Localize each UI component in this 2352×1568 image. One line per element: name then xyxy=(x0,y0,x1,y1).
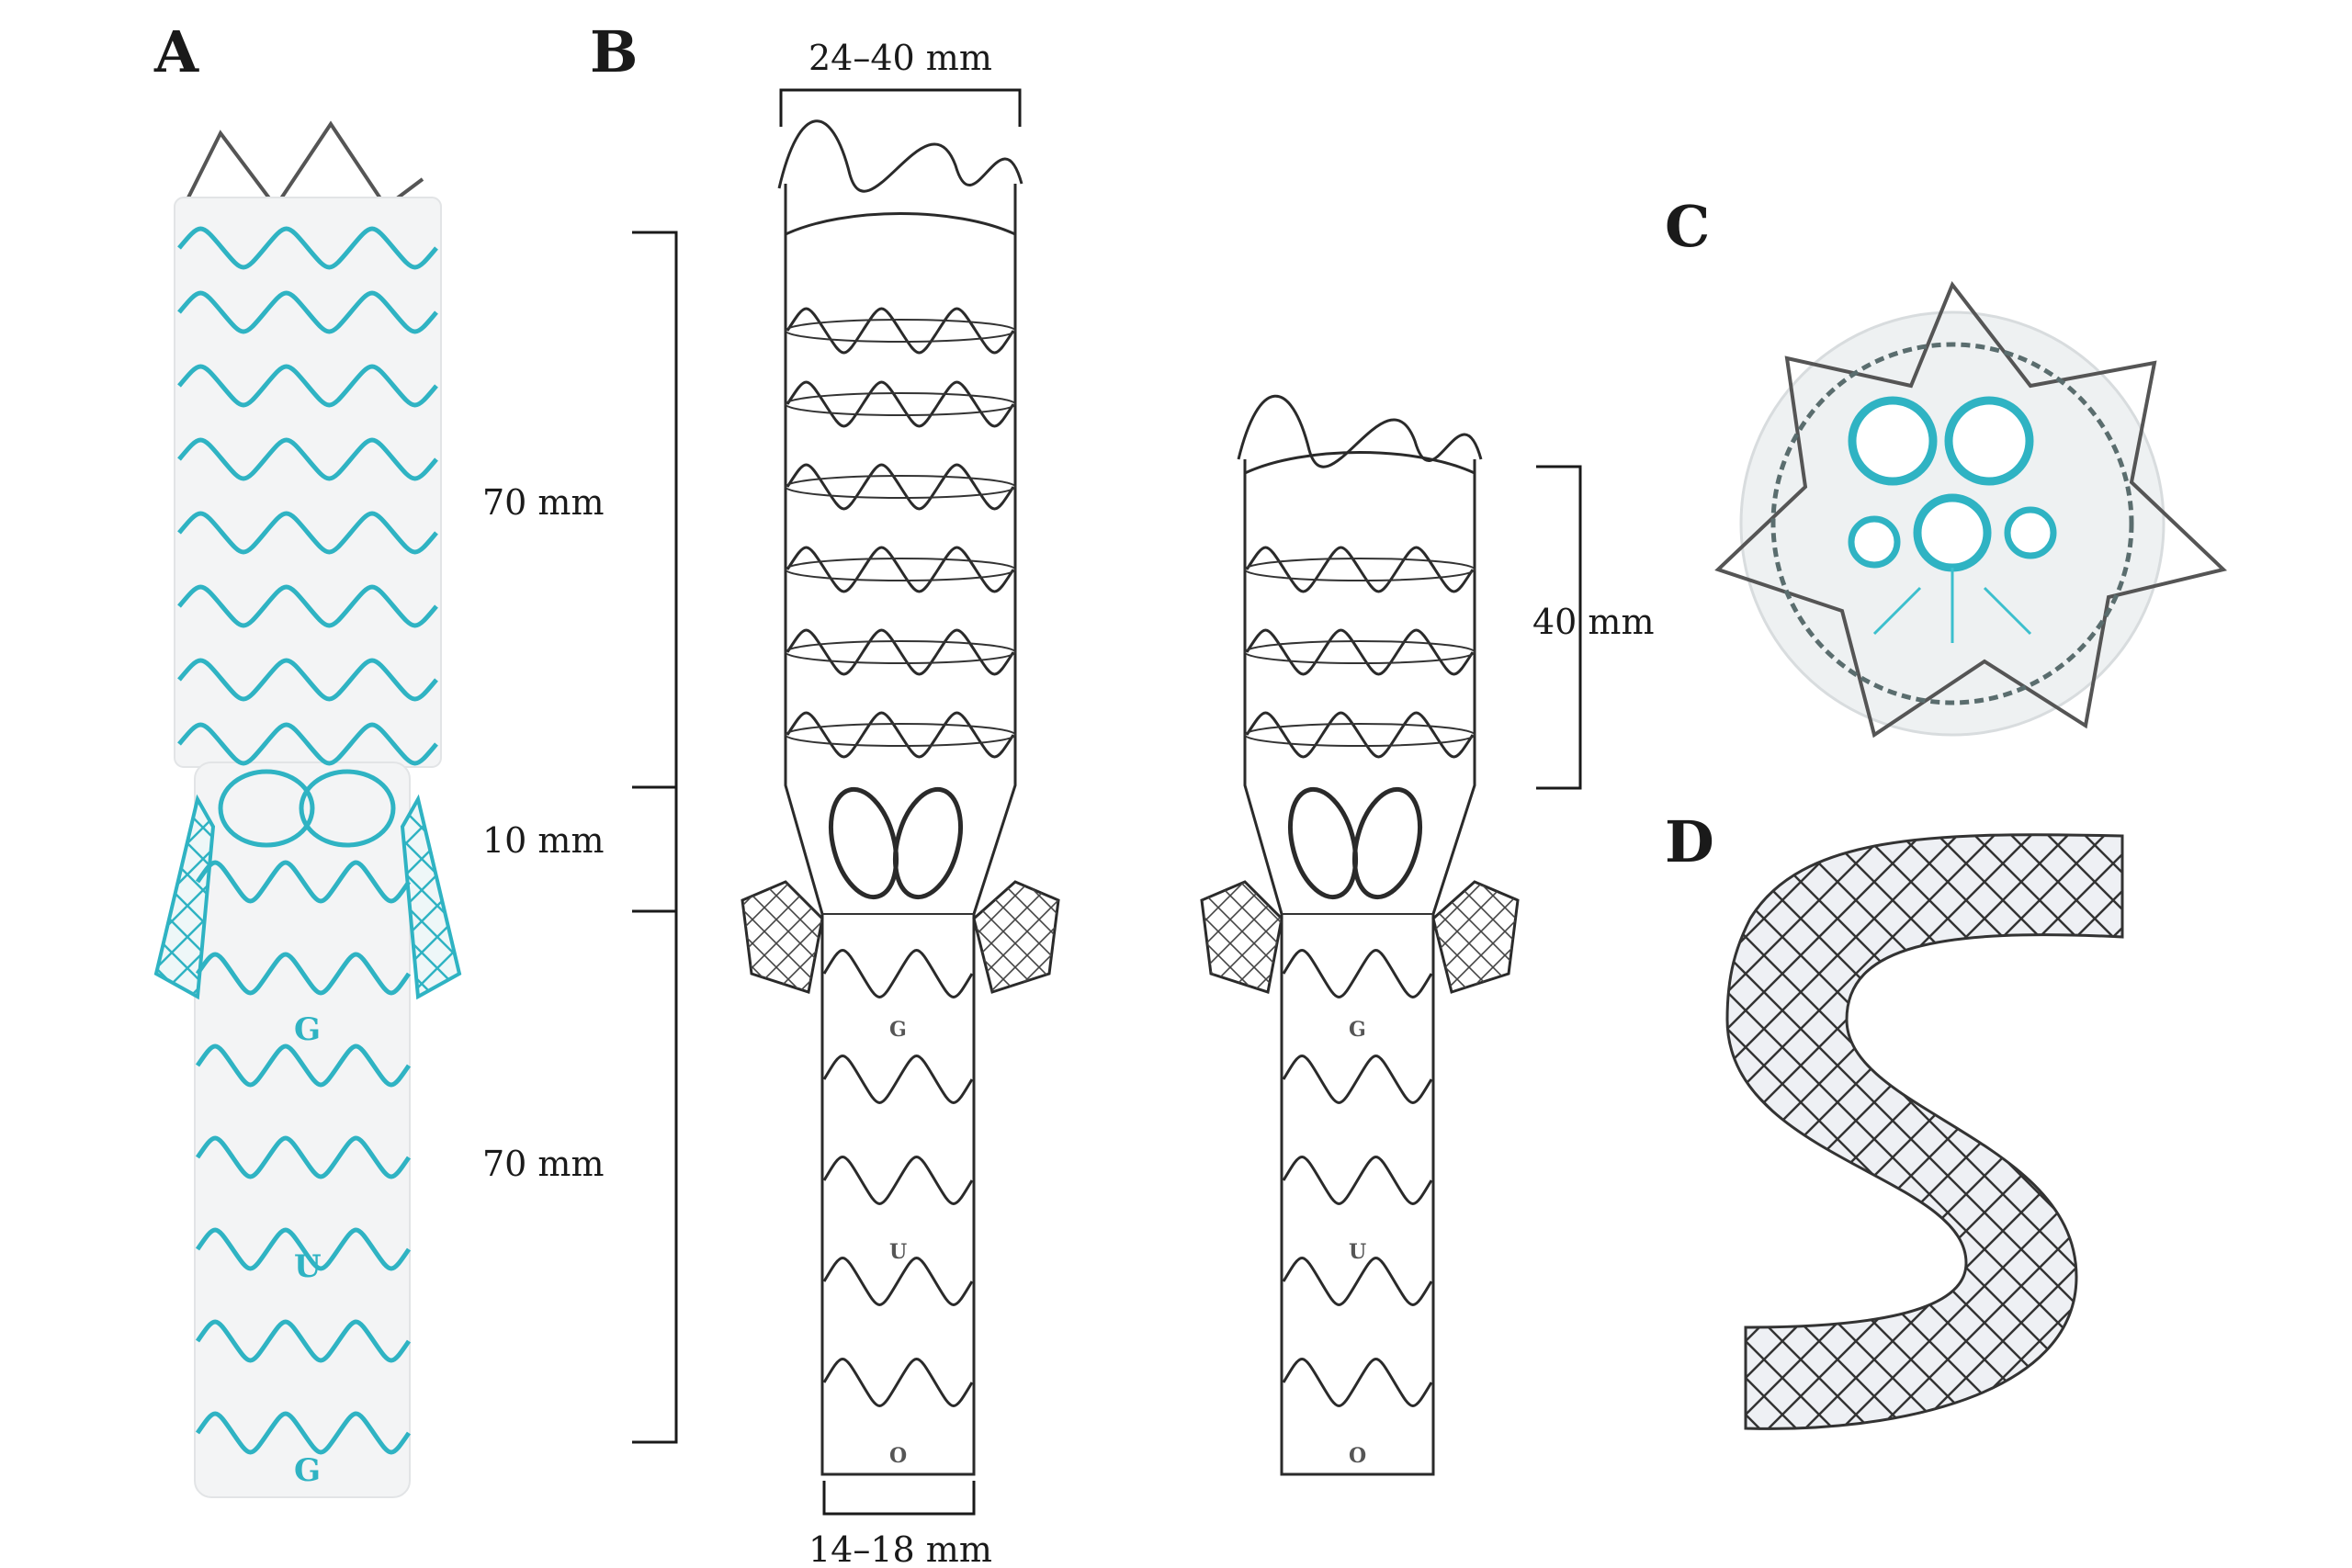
marker-a-2: U xyxy=(294,1248,322,1285)
diagram1-upper-ring-5 xyxy=(786,711,1015,759)
stent-top-view-photo xyxy=(1714,281,2228,739)
branch-length-bracket xyxy=(632,785,678,913)
marker-b1-2: U xyxy=(889,1240,907,1264)
diagram1-upper-band-0 xyxy=(785,319,1016,343)
diagram2-lower-ring-0 xyxy=(1282,949,1433,998)
stent-graft-diagrams: 24–40 mm 70 mm 10 mm 70 mm 14–18 mm 40 m… xyxy=(482,38,1655,1568)
diagram1-lower-ring-2 xyxy=(822,1156,974,1205)
wire-ring-lower-5 xyxy=(195,1319,412,1363)
panel-label-c: C xyxy=(1665,193,1710,260)
wire-ring-lower-3 xyxy=(195,1135,412,1179)
s-shaped-mesh-stent xyxy=(1725,833,2124,1430)
diagram2-lower-ring-2 xyxy=(1282,1156,1433,1205)
wire-ring-upper-5 xyxy=(177,584,438,628)
diagram2-upper-ring-1 xyxy=(1245,628,1475,676)
panel-label-b: B xyxy=(590,18,638,85)
wire-ring-upper-3 xyxy=(177,437,438,481)
panel-label-d: D xyxy=(1665,808,1714,875)
diagram2-upper-band-2 xyxy=(1244,723,1476,747)
wire-ring-lower-1 xyxy=(195,952,412,996)
upper-length-bracket xyxy=(632,231,678,789)
diagram2-lower-ring-4 xyxy=(1282,1358,1433,1407)
wire-ring-upper-0 xyxy=(177,226,438,270)
marker-a-1: G xyxy=(294,1011,321,1048)
diagram1-lower-ring-3 xyxy=(822,1257,974,1306)
diagram1-upper-band-1 xyxy=(785,392,1016,416)
diagram1-lower-ring-1 xyxy=(822,1055,974,1104)
marker-a-3: G xyxy=(294,1452,321,1489)
diagram1-upper-ring-0 xyxy=(786,307,1015,355)
diagram1-upper-band-2 xyxy=(785,475,1016,499)
bottom-width-label: 14–18 mm xyxy=(808,1529,992,1568)
long-stent-diagram: G U O xyxy=(741,119,1060,1476)
upper-wire-rings xyxy=(177,226,438,766)
diagram1-upper-ring-3 xyxy=(786,546,1015,593)
marker-b2-1: G xyxy=(1349,1018,1366,1042)
wire-ring-upper-4 xyxy=(177,511,438,555)
wire-ring-upper-2 xyxy=(177,364,438,408)
lower-wire-rings xyxy=(195,860,412,1455)
short-stent-diagram: G U O xyxy=(1200,394,1520,1476)
diagram1-lower-ring-4 xyxy=(822,1358,974,1407)
top-width-label: 24–40 mm xyxy=(808,38,992,78)
diagram2-upper-ring-2 xyxy=(1245,711,1475,759)
diagram1-lower-ring-0 xyxy=(822,949,974,998)
wire-ring-lower-0 xyxy=(195,860,412,904)
wire-ring-lower-4 xyxy=(195,1227,412,1271)
wire-ring-upper-7 xyxy=(177,722,438,766)
diagram2-lower-ring-3 xyxy=(1282,1257,1433,1306)
panel-label-a: A xyxy=(153,18,199,85)
marker-b1-3: O xyxy=(889,1444,907,1468)
diagram2-upper-ring-0 xyxy=(1245,546,1475,593)
wire-ring-upper-6 xyxy=(177,658,438,702)
stent-graft-photo: G U G xyxy=(153,120,462,1498)
diagram1-upper-band-3 xyxy=(785,558,1016,581)
upper-length-label: 70 mm xyxy=(482,482,605,523)
lower-length-bracket xyxy=(632,909,678,1444)
diagram2-lower-ring-1 xyxy=(1282,1055,1433,1104)
diagram2-upper-band-0 xyxy=(1244,558,1476,581)
lower-length-label: 70 mm xyxy=(482,1144,605,1184)
marker-b2-3: O xyxy=(1349,1444,1366,1468)
wire-ring-lower-2 xyxy=(195,1043,412,1088)
diagram1-upper-ring-2 xyxy=(786,463,1015,511)
short-length-label: 40 mm xyxy=(1532,602,1655,642)
diagram1-upper-ring-1 xyxy=(786,380,1015,428)
diagram2-upper-band-1 xyxy=(1244,640,1476,664)
wire-ring-upper-1 xyxy=(177,290,438,334)
short-length-bracket xyxy=(1536,465,1582,790)
marker-b2-2: U xyxy=(1349,1240,1366,1264)
branch-length-label: 10 mm xyxy=(482,820,605,861)
bottom-width-bracket xyxy=(822,1481,976,1516)
wire-ring-lower-6 xyxy=(195,1411,412,1455)
diagram1-upper-band-5 xyxy=(785,723,1016,747)
diagram1-upper-band-4 xyxy=(785,640,1016,664)
diagram1-upper-ring-4 xyxy=(786,628,1015,676)
top-width-bracket xyxy=(779,88,1022,127)
marker-b1-1: G xyxy=(889,1018,907,1042)
